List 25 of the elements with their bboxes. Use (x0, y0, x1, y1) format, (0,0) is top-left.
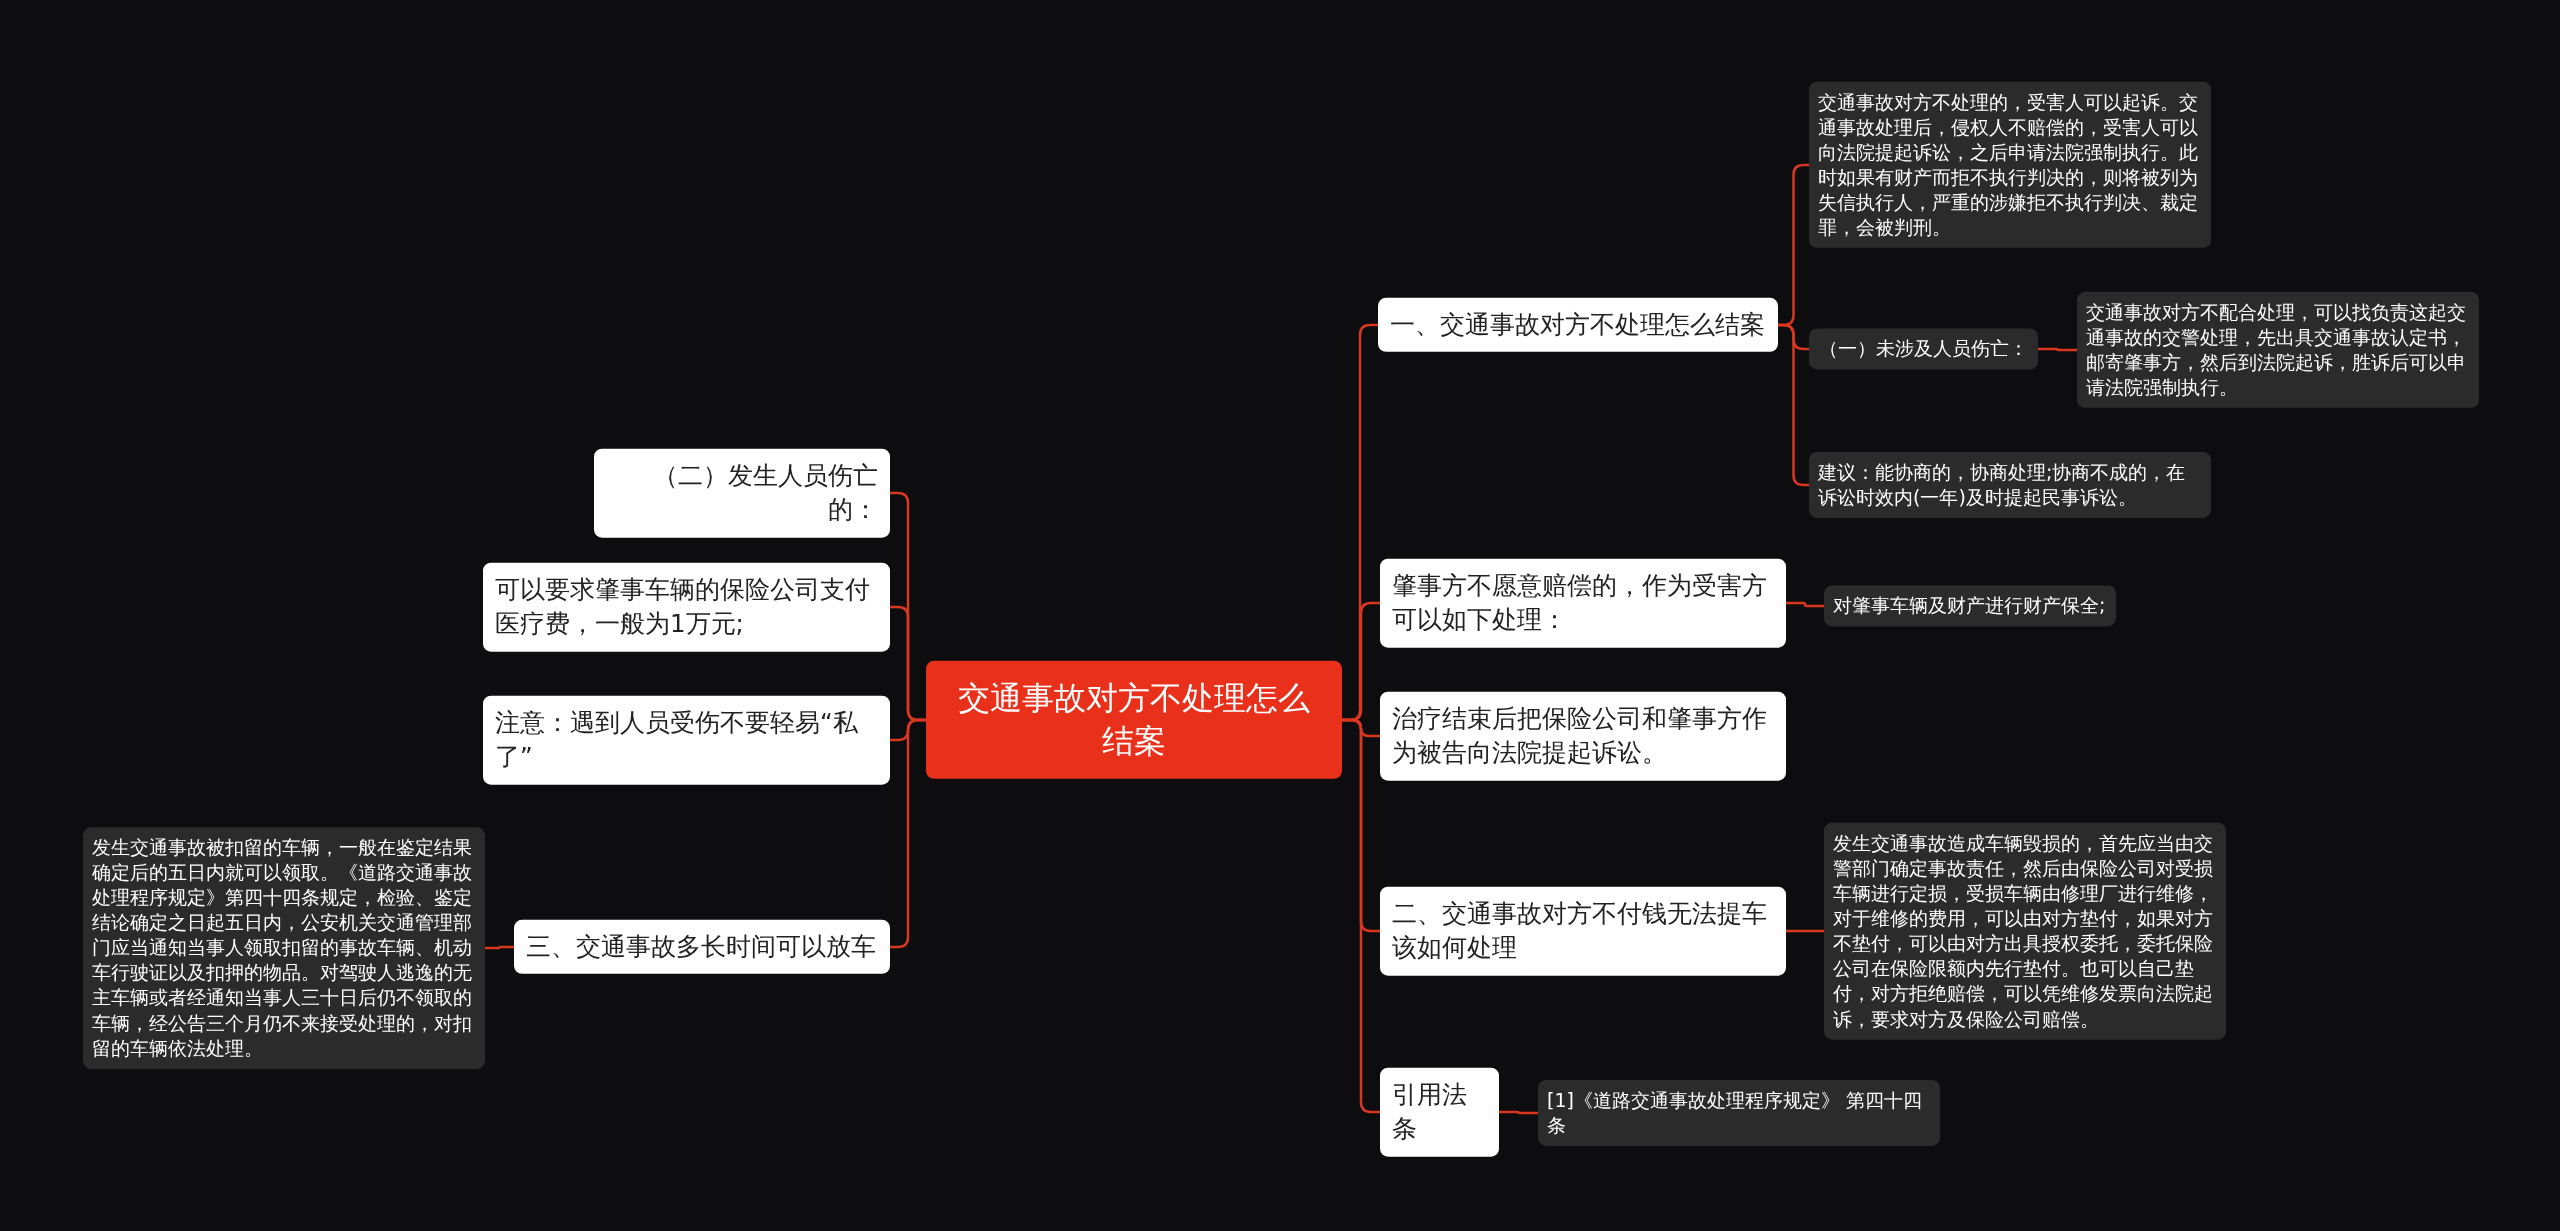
topic-box: 引用法条 (1380, 1067, 1499, 1157)
note-box: [1]《道路交通事故处理程序规定》 第四十四条 (1538, 1079, 1940, 1147)
topic-box: 可以要求肇事车辆的保险公司支付医疗费，一般为1万元; (483, 562, 890, 652)
connector-line (1786, 929, 1824, 933)
note-box: 对肇事车辆及财产进行财产保全; (1824, 585, 2116, 627)
connector-line (2038, 347, 2077, 352)
connector-line (485, 945, 514, 950)
topic-box: 二、交通事故对方不付钱无法提车该如何处理 (1380, 886, 1786, 976)
topic-box: 一、交通事故对方不处理怎么结案 (1378, 297, 1778, 353)
note-box: 建议：能协商的，协商处理;协商不成的，在诉讼时效内(一年)及时提起民事诉讼。 (1809, 451, 2211, 519)
connector-line (890, 718, 926, 949)
note-box: 发生交通事故被扣留的车辆，一般在鉴定结果确定后的五日内就可以领取。《道路交通事故处理程序规定》第四十四条规定，检验、鉴定结论确定之日起五日内，公安机关交通管理部门应当通知当事人领取扣留的事故车辆、机动车行驶证以及扣押的物品。对驾驶人逃逸的无主车辆或者经通知当事人三十日后仍不领取的车辆，经公告三个月仍不来接受处理的，对扣留的车辆依法处理。 (83, 827, 485, 1069)
note-box: 交通事故对方不配合处理，可以找负责这起交通事故的交警处理，先出具交通事故认定书，邮寄肇事方，然后到法院起诉，胜诉后可以申请法院强制执行。 (2077, 291, 2479, 409)
note-box: （一）未涉及人员伤亡： (1809, 328, 2038, 370)
connector-line (1342, 718, 1380, 1114)
topic-box: 肇事方不愿意赔偿的，作为受害方可以如下处理： (1380, 558, 1786, 648)
note-box: 交通事故对方不处理的，受害人可以起诉。交通事故处理后，侵权人不赔偿的，受害人可以向法院提起诉讼，之后申请法院强制执行。此时如果有财产而拒不执行判决的，则将被列为失信执行人，严重的涉嫌拒不执行判决、裁定罪，会被判刑。 (1809, 81, 2211, 249)
topic-box: 治疗结束后把保险公司和肇事方作为被告向法院提起诉讼。 (1380, 691, 1786, 781)
connector-line (1786, 601, 1824, 608)
topic-box: 三、交通事故多长时间可以放车 (514, 919, 890, 975)
central-topic-box: 交通事故对方不处理怎么结案 (926, 660, 1342, 780)
connector-line (1499, 1110, 1538, 1115)
topic-box: （二）发生人员伤亡的： (594, 448, 890, 538)
note-box: 发生交通事故造成车辆毁损的，首先应当由交警部门确定事故责任，然后由保险公司对受损车辆进行定损，受损车辆由修理厂进行维修，对于维修的费用，可以由对方垫付，如果对方不垫付，可以由对方出具授权委托，委托保险公司在保险限额内先行垫付。也可以自己垫付，对方拒绝赔偿，可以凭维修发票向法院起诉，要求对方及保险公司赔偿。 (1824, 822, 2226, 1040)
topic-box: 注意：遇到人员受伤不要轻易“私了” (483, 695, 890, 785)
